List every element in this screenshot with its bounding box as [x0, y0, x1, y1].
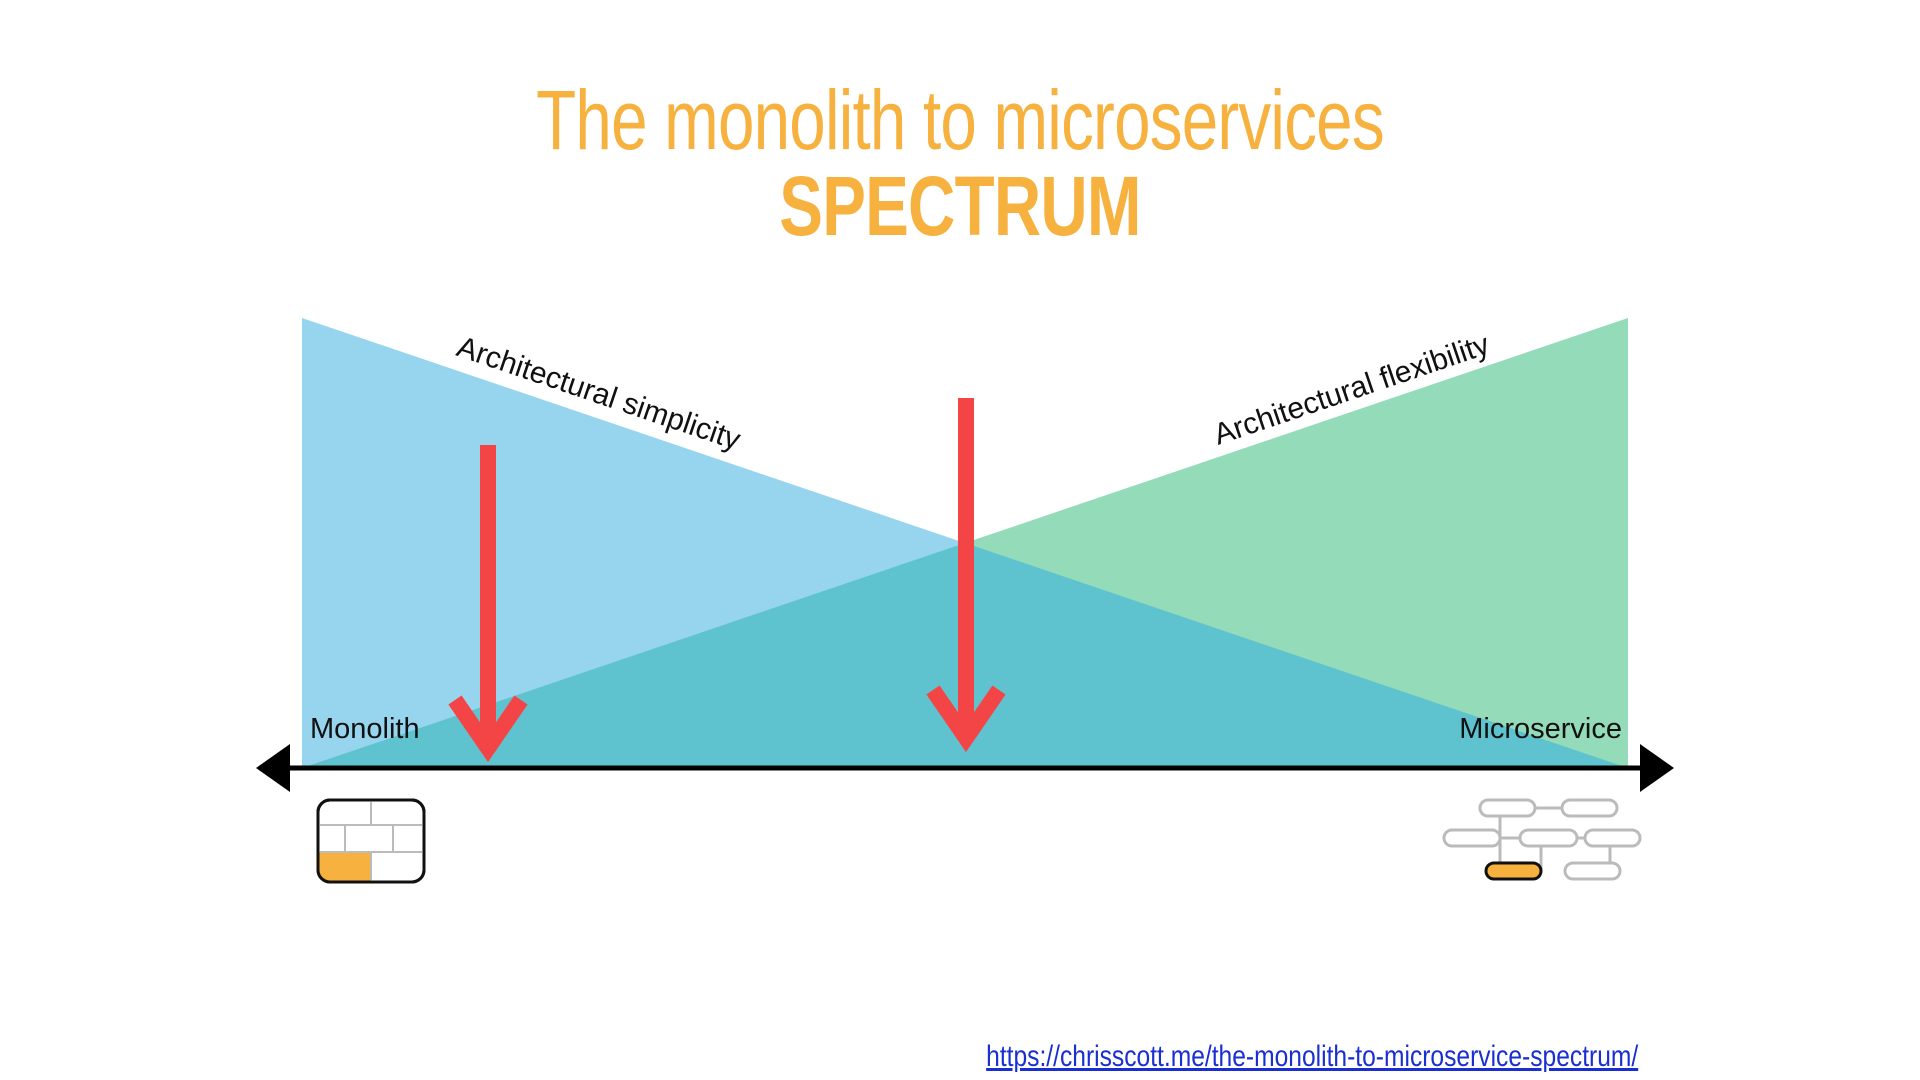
page-title: The monolith to microservices [536, 73, 1384, 167]
monolith-blocks-icon [316, 798, 426, 884]
microservices-network-icon [1442, 798, 1642, 881]
arrow-center-marker [926, 398, 1006, 753]
page-subtitle: SPECTRUM [779, 159, 1141, 253]
spectrum-axis [256, 744, 1674, 792]
monolith-label: Monolith [310, 713, 420, 745]
microservice-label: Microservice [1459, 713, 1622, 745]
arrow-left-marker [448, 445, 528, 763]
reference-link[interactable]: https://chrisscott.me/the-monolith-to-mi… [985, 1040, 1638, 1073]
